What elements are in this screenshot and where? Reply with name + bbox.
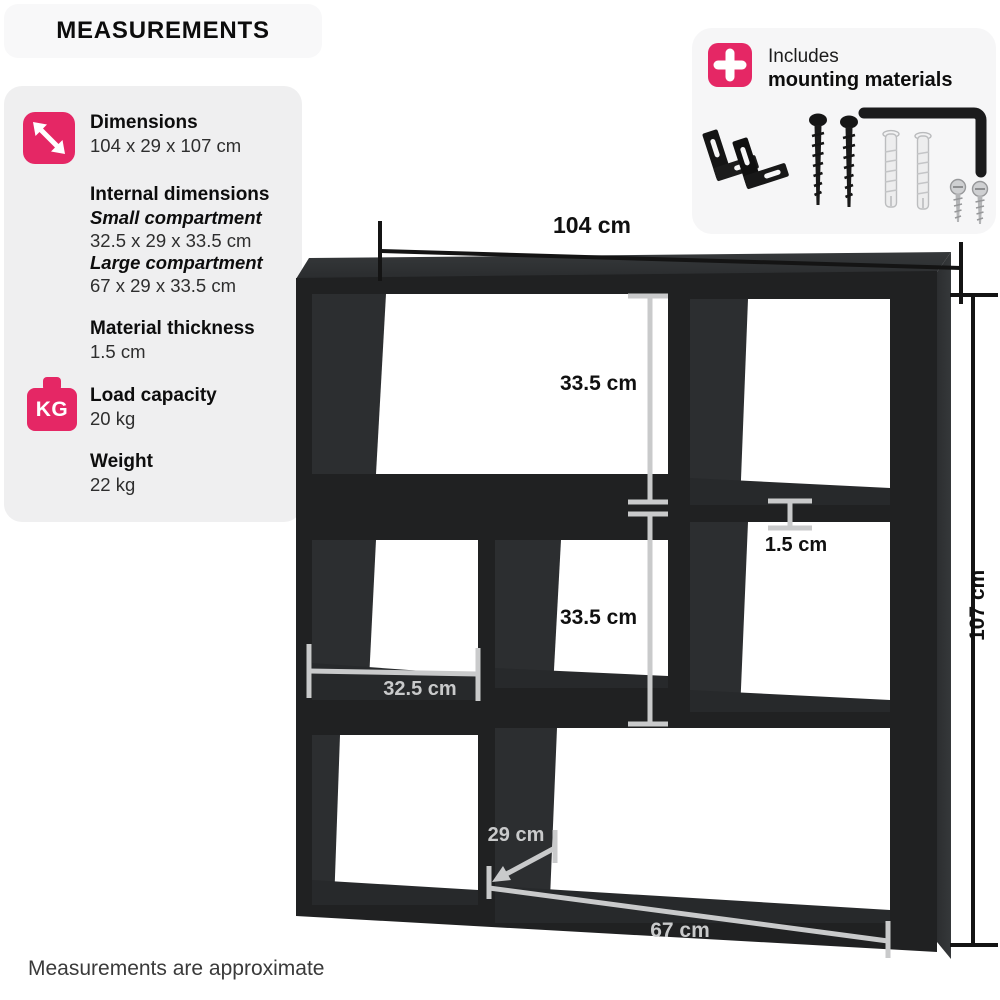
large-compartment-value: 67 x 29 x 33.5 cm <box>90 275 237 296</box>
large-compartment-label: Large compartment <box>90 252 263 273</box>
header-card: MEASUREMENTS <box>4 4 322 58</box>
large-compartment-width-line <box>486 866 891 958</box>
height-dimension-line <box>950 293 998 947</box>
compartment-bottom-left <box>312 735 478 905</box>
material-thickness-callout: 1.5 cm <box>764 534 828 556</box>
internal-dimensions-label: Internal dimensions <box>90 184 270 205</box>
corner-bracket-icon <box>732 137 789 190</box>
wall-plug-icon <box>882 129 900 208</box>
middle-compartment-height-label: 33.5 cm <box>559 606 637 629</box>
overall-height-label: 107 cm <box>966 569 989 641</box>
weight-kg-icon: KG <box>27 377 77 433</box>
compartment-top-right <box>690 299 890 505</box>
compartment-middle-right <box>690 522 890 712</box>
material-thickness-line <box>768 498 812 531</box>
top-compartment-height-label: 33.5 cm <box>559 372 637 395</box>
mounting-hardware-image <box>702 107 989 224</box>
dimensions-value: 104 x 29 x 107 cm <box>90 135 242 156</box>
shelf-side-face <box>937 252 951 959</box>
weight-label: Weight <box>90 451 153 472</box>
small-compartment-width-label: 32.5 cm <box>383 678 457 700</box>
middle-compartment-height-line <box>628 511 668 727</box>
wall-plug-icon <box>914 131 932 210</box>
overall-width-label: 104 cm <box>552 212 631 238</box>
depth-label: 29 cm <box>487 824 545 846</box>
compartment-middle-center <box>495 540 668 688</box>
top-compartment-height-line <box>628 293 668 505</box>
small-compartment-label: Small compartment <box>90 207 262 228</box>
kg-icon-text: KG <box>35 397 69 421</box>
large-compartment-width-label: 67 cm <box>650 919 710 942</box>
screw-icon <box>809 113 827 205</box>
screw-icon <box>840 115 858 207</box>
allen-key-icon <box>858 107 987 178</box>
material-thickness-label: Material thickness <box>90 318 255 339</box>
load-capacity-label: Load capacity <box>90 385 217 406</box>
depth-line <box>497 830 558 881</box>
small-screw-icon <box>971 180 989 224</box>
small-screw-icon <box>949 178 967 222</box>
load-capacity-value: 20 kg <box>90 408 136 429</box>
compartment-top-left <box>312 294 668 474</box>
mounting-materials-card: Includes mounting materials <box>692 28 996 234</box>
weight-value: 22 kg <box>90 474 136 495</box>
plus-icon <box>708 43 752 87</box>
footer-note: Measurements are approximate <box>28 957 325 980</box>
material-thickness-value: 1.5 cm <box>90 341 146 362</box>
mounting-materials-text: mounting materials <box>768 69 953 91</box>
dimensions-label: Dimensions <box>90 112 198 133</box>
mounting-includes-text: Includes <box>768 46 839 67</box>
small-compartment-value: 32.5 x 29 x 33.5 cm <box>90 230 252 251</box>
dimensions-icon <box>23 112 75 164</box>
small-compartment-width-line <box>306 644 481 701</box>
depth-arrowhead <box>492 866 511 882</box>
page-title: MEASUREMENTS <box>56 17 270 44</box>
